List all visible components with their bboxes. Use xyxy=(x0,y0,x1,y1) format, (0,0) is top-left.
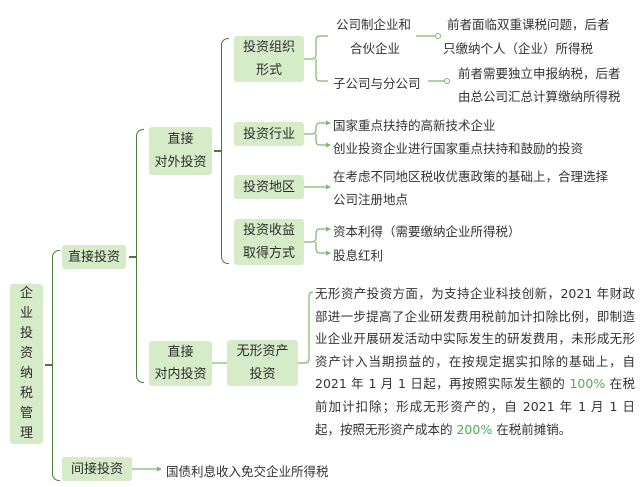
region-node: 投资地区 xyxy=(234,175,304,199)
external-brace xyxy=(221,38,229,264)
company-type-line1: 公司制企业和 xyxy=(336,17,412,32)
external-brace-nub xyxy=(214,150,221,152)
returns-capital-gains: 资本利得（需要缴纳企业所得税） xyxy=(333,224,521,239)
indirect-investment-node: 间接投资 xyxy=(62,457,132,481)
subsidiary-note-line2: 由总公司汇总计算缴纳所得税 xyxy=(458,89,621,104)
returns-method-node: 投资收益 取得方式 xyxy=(234,219,304,265)
direct-brace xyxy=(136,129,144,383)
company-note-line2: 只缴纳个人（企业）所得税 xyxy=(443,41,594,56)
root-brace-nub xyxy=(45,364,52,366)
highlight-200-percent: 200% xyxy=(456,421,493,437)
region-text-line2: 公司注册地点 xyxy=(333,192,409,207)
returns-dividends: 股息红利 xyxy=(333,248,384,263)
intangible-asset-node: 无形资产 投资 xyxy=(227,340,298,386)
intangible-paragraph: 无形资产投资方面，为支持企业科技创新，2021 年财政部进一步提高了企业研发费用… xyxy=(315,286,635,437)
subsidiary-note-line1: 前者需要独立申报纳税，后者 xyxy=(458,66,621,81)
company-note-line1: 前者面临双重课税问题，后者 xyxy=(447,17,610,32)
direct-internal-node: 直接 对内投资 xyxy=(149,341,212,386)
industry-node: 投资行业 xyxy=(234,122,304,146)
root-node: 企 业 投 资 纳 税 管 理 xyxy=(10,284,43,444)
company-type-line2: 合伙企业 xyxy=(350,41,401,56)
indirect-leaf-text: 国债利息收入免交企业所得税 xyxy=(166,464,329,479)
highlight-100-percent: 100% xyxy=(569,376,606,392)
org-form-node: 投资组织 形式 xyxy=(234,36,304,82)
industry-item-venture: 创业投资企业进行国家重点扶持和鼓励的投资 xyxy=(333,141,584,156)
root-brace xyxy=(52,250,60,481)
direct-external-node: 直接 对外投资 xyxy=(149,127,212,175)
region-text-line1: 在考虑不同地区税收优惠政策的基础上，合理选择 xyxy=(333,169,609,184)
industry-item-hightech: 国家重点扶持的高新技术企业 xyxy=(333,118,496,133)
subsidiary-label: 子公司与分公司 xyxy=(333,76,421,91)
direct-brace-nub xyxy=(129,256,136,258)
direct-investment-node: 直接投资 xyxy=(62,245,126,269)
